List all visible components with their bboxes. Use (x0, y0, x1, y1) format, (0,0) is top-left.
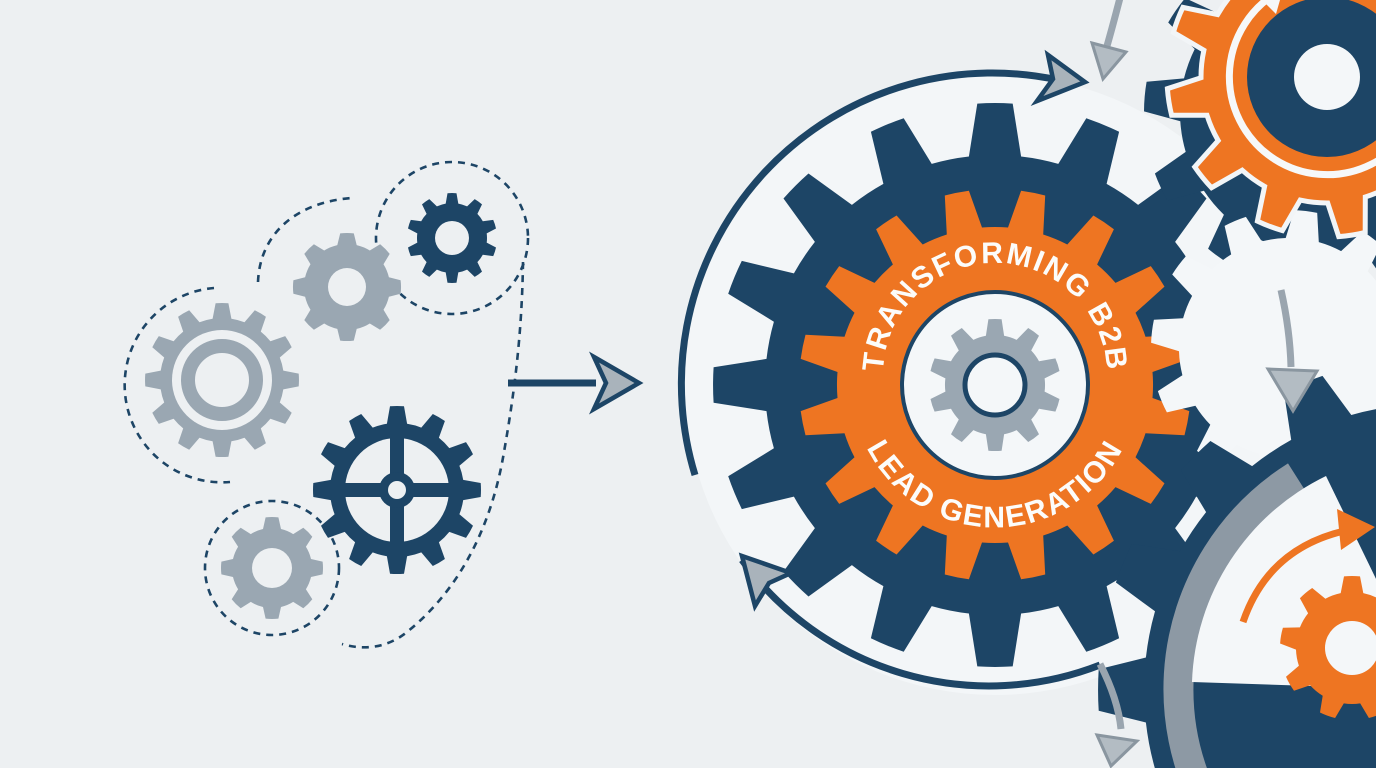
dashed-circle-small-gear (203, 499, 341, 637)
gear-medium-gray (292, 232, 402, 342)
cycle-arrow-top-head-icon (1030, 49, 1090, 106)
bottom-right-gear (1098, 375, 1376, 768)
mini-gear-orange (1280, 575, 1376, 718)
gear-small-gray (220, 516, 324, 620)
flow-arrow-head-icon (588, 351, 644, 415)
bottom-right-gear-ring (1163, 463, 1305, 768)
down-arrow-bottom (1094, 662, 1141, 768)
down-arrow-top (1089, 0, 1129, 83)
gear-ring-gray (145, 303, 299, 457)
dashed-circle-navy-gear (374, 160, 530, 316)
rotation-arrow-white-head-icon (1262, 0, 1280, 14)
orange-rotation-arrow-head-icon (1337, 509, 1375, 550)
down-arrow-bottom-head-icon (1094, 733, 1141, 768)
down-arrow-right (1265, 289, 1320, 414)
gear-medium-gray-hole (328, 268, 366, 306)
down-arrows (1089, 0, 1320, 768)
dashed-arc-large-gear (123, 286, 231, 484)
gear-small-gray-hole (252, 548, 292, 588)
gear-ring-gray-annulus (181, 339, 263, 421)
down-arrow-top-head-icon (1089, 40, 1129, 83)
gear-wheel-hole (388, 481, 406, 499)
main-gear-center-hole (962, 352, 1028, 418)
cycle-arrow-bottom-head-icon (738, 552, 798, 612)
dashed-connector-top (256, 196, 353, 283)
orange-rotation-arrow-shaft (1239, 527, 1345, 624)
corner-gear-orange (1164, 0, 1376, 240)
gear-small-navy (408, 192, 496, 284)
cycle-arrow-left-arc (677, 69, 1059, 477)
down-arrow-top-shaft (1103, 0, 1124, 47)
flow-arrow (508, 351, 644, 415)
dashed-connectors (123, 160, 530, 649)
rotation-arrow-white-arc (1225, 0, 1376, 179)
dashed-connector-right (341, 261, 525, 649)
main-gear: TRANSFORMING B2B LEAD GENERATION (713, 103, 1277, 667)
corner-gear-hole (1294, 44, 1360, 110)
mini-gear-orange-hole (1325, 621, 1376, 675)
gear-small-navy-hole (435, 221, 469, 255)
down-arrow-right-head-icon (1265, 367, 1320, 414)
cycle-arrow (677, 49, 1102, 690)
down-arrow-bottom-shaft (1096, 662, 1125, 730)
gear-wheel-navy (313, 406, 481, 574)
down-arrow-right-shaft (1277, 289, 1295, 368)
cycle-arrow-bottom-arc (739, 557, 1102, 690)
small-gears-cluster (145, 192, 496, 620)
